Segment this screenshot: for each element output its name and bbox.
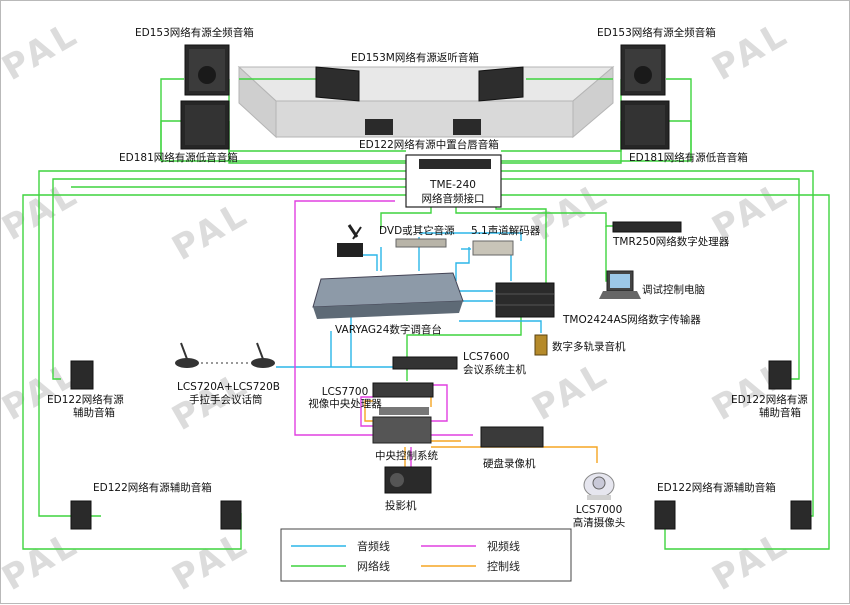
tmo2424-icon: [495, 282, 555, 318]
label-bottom-left: ED122网络有源辅助音箱: [93, 481, 212, 494]
label-aux-left-2: 辅助音箱: [73, 406, 115, 419]
ed153-left-speaker-icon: [184, 44, 230, 96]
stage: [237, 65, 615, 139]
tme240-box: [405, 154, 502, 208]
mixer-console-icon: [312, 272, 464, 319]
ed122-aux-left-speaker-icon: [70, 360, 94, 390]
watermark: PAL: [166, 523, 257, 599]
ed122-center-right-speaker-icon: [453, 119, 481, 135]
recorder-icon: [534, 334, 548, 356]
video-lines: [294, 200, 473, 467]
ed122-bottom-left-speaker-1-icon: [70, 500, 92, 530]
ed153m-left-monitor-icon: [315, 66, 360, 102]
label-projector: 投影机: [385, 499, 417, 512]
legend: 音频线 视频线 网络线 控制线: [280, 528, 572, 582]
hdd-recorder-icon: [480, 426, 544, 448]
label-lcs7700-name: 视像中央处理器: [308, 397, 382, 410]
ed122-center-left-speaker-icon: [365, 119, 393, 135]
legend-label-audio: 音频线: [357, 539, 390, 553]
label-aux-left-1: ED122网络有源: [47, 393, 124, 406]
lcs7700-icon: [372, 382, 434, 398]
label-recorder: 数字多轨录音机: [552, 340, 626, 353]
legend-label-video: 视频线: [487, 539, 520, 553]
ed181-right-subwoofer-icon: [620, 100, 670, 150]
ed153-right-speaker-icon: [620, 44, 666, 96]
watermark: PAL: [706, 13, 797, 89]
label-decoder: 5.1声道解码器: [471, 224, 541, 237]
central-control-icon: [372, 407, 432, 444]
dvd-player-icon: [395, 238, 447, 248]
projector-icon: [384, 466, 432, 494]
legend-label-network: 网络线: [357, 559, 390, 573]
label-dvd: DVD或其它音源: [379, 224, 455, 237]
label-mixer: VARYAG24数字调音台: [335, 323, 442, 336]
decoder-icon: [472, 240, 514, 256]
tmr250-icon: [612, 221, 682, 233]
ed122-bottom-left-speaker-2-icon: [220, 500, 242, 530]
label-ed153m: ED153M网络有源返听音箱: [351, 51, 479, 64]
label-tme240-name: 网络音频接口: [422, 192, 485, 205]
label-mic-name: 手拉手会议话筒: [189, 393, 263, 406]
label-ed153-right: ED153网络有源全频音箱: [597, 26, 716, 39]
label-aux-right-1: ED122网络有源: [731, 393, 808, 406]
label-lcs7600-model: LCS7600: [463, 351, 510, 363]
ed181-left-subwoofer-icon: [180, 100, 230, 150]
label-ed181-left: ED181网络有源低音音箱: [119, 151, 238, 164]
label-bottom-right: ED122网络有源辅助音箱: [657, 481, 776, 494]
lcs7600-icon: [392, 356, 458, 370]
watermark: PAL: [706, 523, 797, 599]
conference-mic-left-icon: [175, 342, 199, 368]
label-pc: 调试控制电脑: [642, 283, 705, 296]
watermark: PAL: [526, 353, 617, 429]
laptop-icon: [599, 270, 641, 299]
watermark: PAL: [1, 523, 86, 599]
label-central: 中央控制系统: [375, 449, 438, 462]
watermark: PAL: [1, 13, 86, 89]
conference-mic-right-icon: [251, 342, 275, 368]
label-lcs7000-model: LCS7000: [576, 504, 623, 516]
label-lcs7700-model: LCS7700: [322, 386, 369, 398]
watermark: PAL: [526, 173, 617, 249]
watermark: PAL: [166, 193, 257, 269]
label-tmo2424: TMO2424AS网络数字传输器: [562, 313, 701, 326]
label-ed122-center: ED122网络有源中置台唇音箱: [359, 138, 499, 151]
legend-label-control: 控制线: [487, 559, 520, 573]
label-mic-model: LCS720A+LCS720B: [177, 381, 280, 393]
ed122-bottom-right-speaker-2-icon: [790, 500, 812, 530]
ed153m-right-monitor-icon: [478, 66, 524, 102]
camera-icon: [583, 472, 615, 500]
ed122-aux-right-speaker-icon: [768, 360, 792, 390]
label-aux-right-2: 辅助音箱: [759, 406, 801, 419]
label-lcs7000-name: 高清摄像头: [573, 516, 626, 529]
label-ed181-right: ED181网络有源低音音箱: [629, 151, 748, 164]
label-tmr250: TMR250网络数字处理器: [612, 235, 730, 248]
wireless-mic-icon: [337, 224, 363, 257]
label-tme240-model: TME-240: [429, 179, 476, 191]
label-lcs7600-name: 会议系统主机: [463, 363, 526, 376]
label-hdd: 硬盘录像机: [483, 457, 536, 470]
ed122-bottom-right-speaker-1-icon: [654, 500, 676, 530]
watermark: PAL: [1, 173, 86, 249]
label-ed153-left: ED153网络有源全频音箱: [135, 26, 254, 39]
